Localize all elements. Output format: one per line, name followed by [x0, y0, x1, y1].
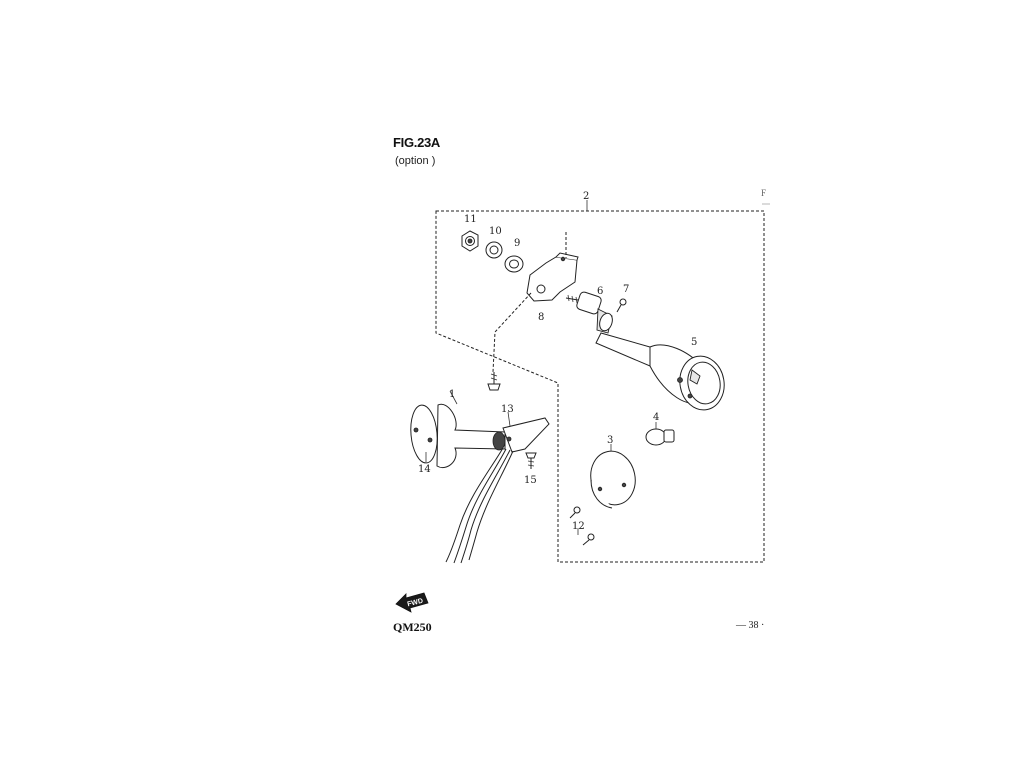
page-number: — 38 · [736, 620, 765, 631]
part-small-screw [616, 298, 627, 313]
part-washer [504, 255, 524, 273]
callout-8: 8 [538, 312, 544, 323]
part-bulb [645, 422, 675, 446]
callout-4: 4 [653, 412, 659, 423]
callout-9: 9 [514, 238, 520, 249]
part-mounting-bolt [487, 372, 501, 391]
callout-5: 5 [691, 337, 697, 348]
model-name: QM250 [393, 620, 432, 634]
callout-6: 6 [597, 286, 603, 297]
fwd-arrow-icon: FWD [395, 592, 429, 613]
callout-13: 13 [501, 404, 514, 415]
callout-3: 3 [607, 435, 613, 446]
part-lens [590, 444, 636, 509]
corner-mark: F [761, 188, 767, 198]
part-wire-harness [445, 447, 514, 564]
part-stay-bracket [502, 411, 550, 453]
fwd-arrow-label: FWD [407, 598, 424, 609]
callout-12: 12 [572, 521, 585, 532]
part-nut [461, 230, 479, 252]
part-lens-screws [569, 506, 595, 546]
callout-11: 11 [464, 214, 477, 225]
part-turn-signal-assembly-left [410, 390, 506, 468]
callout-1: 1 [449, 389, 455, 400]
assembly-boundary [435, 210, 765, 563]
part-stay-screw [525, 452, 537, 469]
callout-10: 10 [489, 226, 502, 237]
figure-subtitle: (option ) [395, 155, 436, 167]
callout-15: 15 [524, 475, 537, 486]
part-mounting-bracket [526, 252, 579, 302]
callout-7: 7 [623, 284, 629, 295]
part-spring-washer [485, 241, 503, 259]
callout-14: 14 [418, 464, 431, 475]
part-turn-signal-housing-right [595, 332, 725, 411]
callout-2: 2 [583, 191, 589, 202]
figure-title: FIG.23A [393, 135, 441, 150]
part-bulb-socket [565, 291, 613, 334]
